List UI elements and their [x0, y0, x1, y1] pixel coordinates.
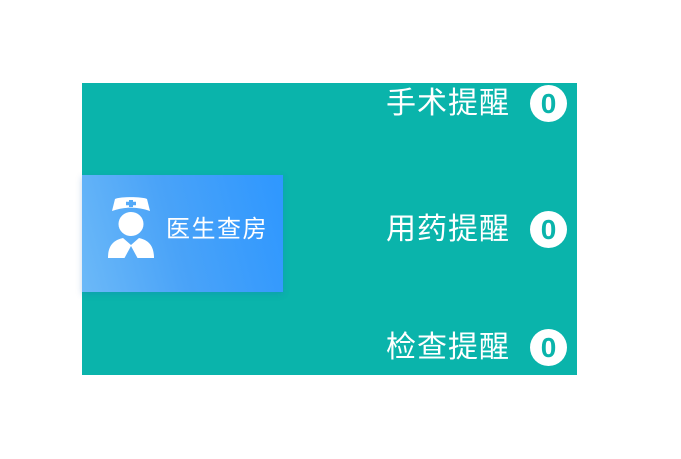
examination-reminder-row[interactable]: 检查提醒 0 [386, 329, 567, 366]
doctor-rounds-card[interactable]: 医生查房 [82, 175, 283, 292]
reminders-panel: 医生查房 手术提醒 0 用药提醒 0 检查提醒 0 [82, 83, 577, 375]
examination-reminder-count-badge: 0 [530, 329, 567, 366]
doctor-rounds-label: 医生查房 [166, 216, 268, 243]
surgery-reminder-row[interactable]: 手术提醒 0 [386, 85, 567, 122]
medication-reminder-row[interactable]: 用药提醒 0 [386, 211, 567, 248]
surgery-reminder-label: 手术提醒 [386, 87, 510, 120]
examination-reminder-label: 检查提醒 [386, 331, 510, 364]
doctor-icon [108, 196, 154, 258]
medication-reminder-label: 用药提醒 [386, 213, 510, 246]
medication-reminder-count-badge: 0 [530, 211, 567, 248]
surgery-reminder-count-badge: 0 [530, 85, 567, 122]
